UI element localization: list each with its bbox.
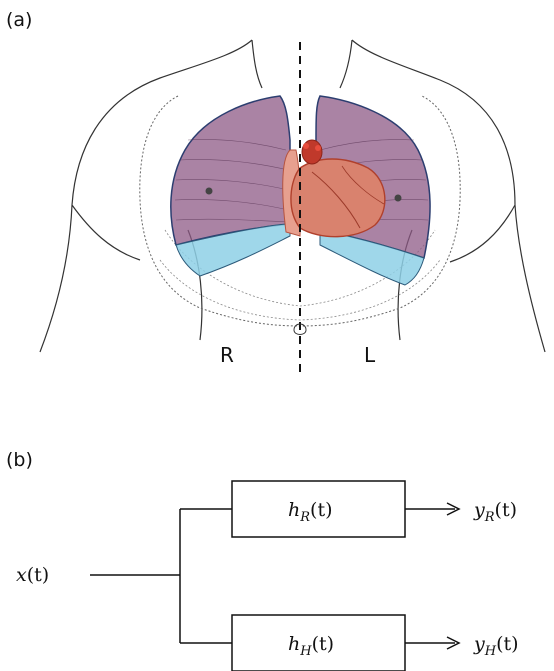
input-signal-label: x(t) xyxy=(16,564,49,586)
output-yr-label: yR(t) xyxy=(473,499,517,525)
output-yh-label: yH(t) xyxy=(473,633,519,659)
torso-illustration xyxy=(40,40,545,376)
left-side-label: L xyxy=(364,343,376,367)
panel-a-label: (a) xyxy=(6,9,32,31)
panel-b-label: (b) xyxy=(6,449,33,471)
neck-outline xyxy=(252,40,352,88)
right-side-label: R xyxy=(220,343,234,367)
nipple-right xyxy=(206,188,213,195)
right-lung xyxy=(171,96,290,245)
nipple-left xyxy=(395,195,402,202)
